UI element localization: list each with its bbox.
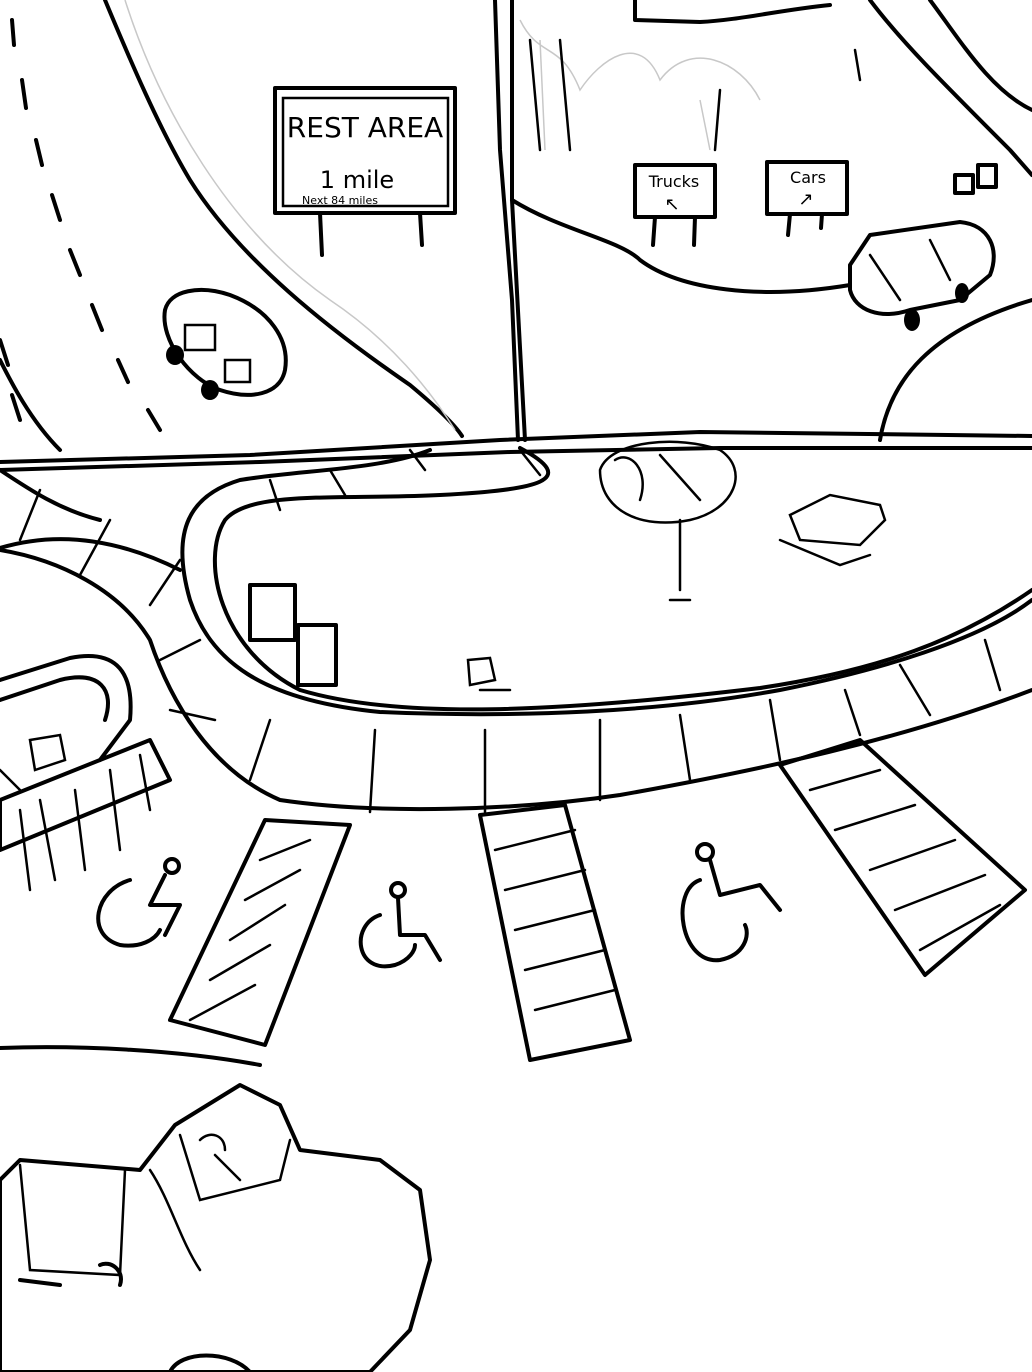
van-top-right bbox=[848, 163, 998, 331]
cars-sign-label: Cars bbox=[790, 168, 826, 187]
island-inner-edge bbox=[180, 448, 1032, 717]
rest-area-sign: REST AREA 1 mile Next 84 miles bbox=[273, 86, 457, 257]
trucks-sign: Trucks ↖ bbox=[633, 163, 717, 247]
accessible-parking-icon-1 bbox=[96, 857, 182, 948]
sidewalk-joints bbox=[18, 448, 1002, 814]
parking-hatch-2 bbox=[478, 803, 632, 1062]
car-foreground bbox=[0, 1083, 432, 1372]
highway-lane-dashes bbox=[0, 18, 162, 432]
parking-hatch-3 bbox=[778, 738, 1027, 977]
island-curb bbox=[212, 446, 1032, 712]
divider-line bbox=[493, 0, 527, 442]
accessible-parking-icon-2 bbox=[358, 881, 442, 969]
parking-hatch-left bbox=[0, 738, 172, 892]
median-line bbox=[0, 358, 62, 452]
trucks-sign-arrow-icon: ↖ bbox=[664, 194, 679, 215]
rest-area-sign-title: REST AREA bbox=[287, 111, 443, 144]
accessible-parking-icon-3 bbox=[680, 842, 782, 963]
tree-on-island bbox=[598, 440, 737, 602]
trucks-sign-label: Trucks bbox=[648, 172, 700, 191]
picnic-table bbox=[778, 493, 887, 567]
vending-machines bbox=[248, 583, 338, 687]
parking-lot-edge bbox=[0, 1045, 262, 1067]
parking-hatch-1 bbox=[168, 818, 352, 1047]
cars-sign: Cars ↗ bbox=[765, 160, 849, 237]
trees-sketch bbox=[519, 19, 862, 152]
grass-area-edge bbox=[510, 198, 852, 294]
rest-area-sign-distance: 1 mile bbox=[320, 166, 394, 194]
cars-sign-arrow-icon: ↗ bbox=[798, 189, 813, 210]
bench bbox=[466, 656, 512, 692]
parked-truck-left bbox=[0, 653, 133, 792]
cross-road-lower-edge bbox=[0, 446, 1032, 472]
rest-area-sign-note: Next 84 miles bbox=[302, 194, 378, 207]
highway-edge bbox=[103, 0, 464, 438]
cross-road-top-edge bbox=[0, 430, 1032, 464]
car-on-highway bbox=[162, 288, 288, 400]
